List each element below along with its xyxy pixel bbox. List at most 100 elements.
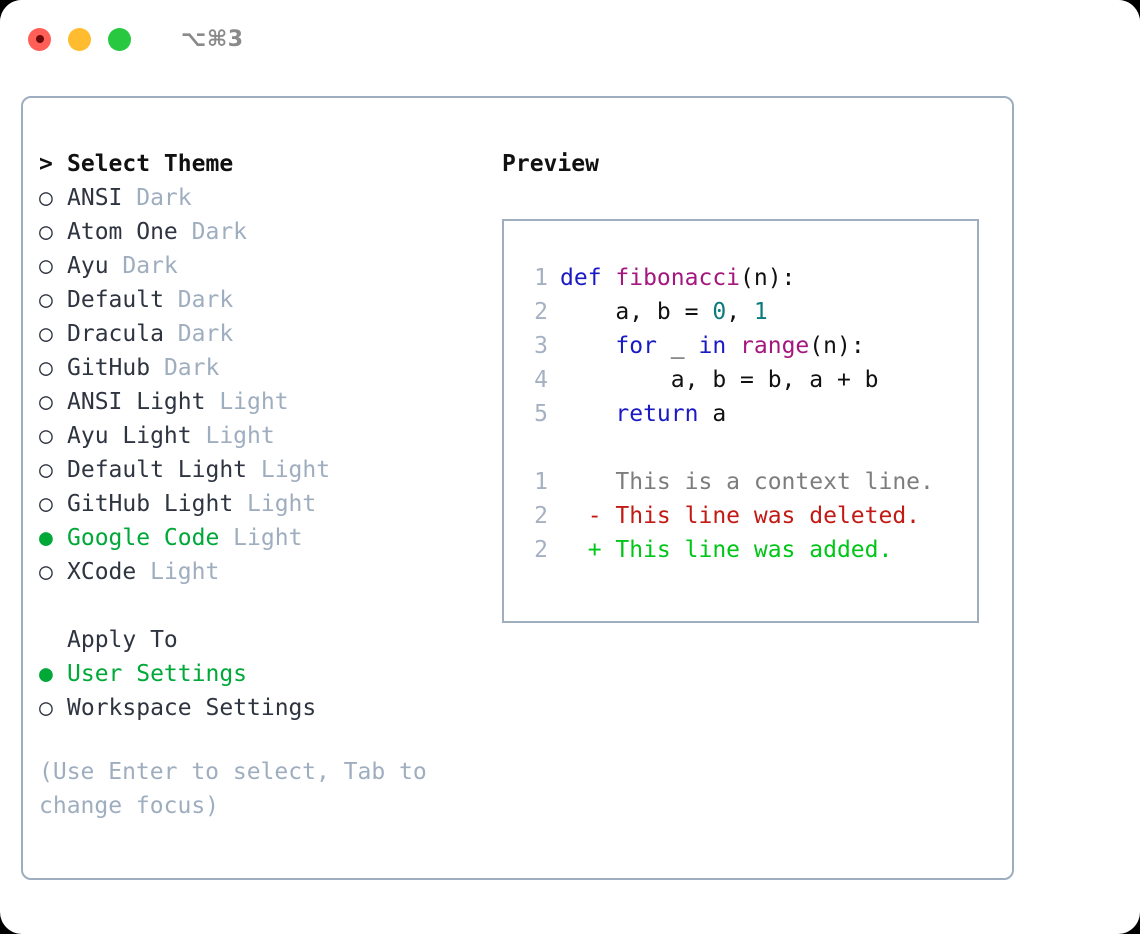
theme-option-variant-badge: Light (219, 525, 303, 551)
diff-line-del: 2 - This line was deleted. (514, 499, 977, 533)
theme-option-ayu[interactable]: ○ Ayu Dark (39, 249, 509, 283)
code-line-content: def fibonacci(n): (560, 261, 795, 295)
code-line: 1 def fibonacci(n): (514, 261, 977, 295)
theme-selector-panel: > Select Theme ○ ANSI Dark ○ Atom One Dark ○ A… (21, 96, 1014, 880)
code-diff-gap (514, 431, 977, 465)
code-token-num: 0 (712, 299, 727, 325)
code-token-plain: a, b = (560, 299, 713, 325)
theme-option-variant-badge: Light (136, 559, 220, 585)
apply-to-option-workspace-settings[interactable]: ○ Workspace Settings (39, 691, 509, 725)
theme-option-xcode[interactable]: ○ XCode Light (39, 555, 509, 589)
theme-option-variant-badge: Light (233, 491, 317, 517)
diff-sample: 1 This is a context line.2 - This line w… (514, 465, 977, 567)
apply-to-option-label: User Settings (67, 661, 248, 687)
code-token-kw: def (560, 265, 616, 291)
prompt-caret-icon: > (39, 151, 53, 177)
radio-unselected-icon[interactable]: ○ (39, 185, 53, 211)
apply-to-option-user-settings[interactable]: ● User Settings (39, 657, 509, 691)
code-line: 4 a, b = b, a + b (514, 363, 977, 397)
code-line-content: a, b = b, a + b (560, 363, 879, 397)
theme-option-atom-one[interactable]: ○ Atom One Dark (39, 215, 509, 249)
code-token-fn: fibonacci (615, 265, 741, 291)
diff-line-add: 2 + This line was added. (514, 533, 977, 567)
code-token-kw: in (698, 333, 727, 359)
code-token-plain: , (726, 299, 754, 325)
radio-unselected-icon[interactable]: ○ (39, 389, 53, 415)
theme-option-label: Ayu Light (67, 423, 192, 449)
code-token-plain (560, 401, 615, 427)
keyboard-hint-text: (Use Enter to select, Tab to change focu… (39, 759, 441, 819)
select-theme-heading-label: Select Theme (67, 151, 234, 177)
theme-option-variant-badge: Light (205, 389, 289, 415)
theme-option-label: ANSI (67, 185, 123, 211)
diff-line-ctx: 1 This is a context line. (514, 465, 977, 499)
code-line-content: a, b = 0, 1 (560, 295, 768, 329)
code-token-plain: _ (656, 333, 699, 359)
theme-option-github-light[interactable]: ○GitHub Light Light (39, 487, 509, 521)
code-line-number: 1 (534, 265, 548, 291)
list-spacer (39, 589, 509, 623)
apply-to-option-label: Workspace Settings (67, 695, 317, 721)
theme-option-label: XCode (67, 559, 137, 585)
theme-option-variant-badge: Light (191, 423, 275, 449)
theme-option-variant-badge: Dark (108, 253, 178, 279)
code-line-number: 2 (534, 299, 548, 325)
theme-option-variant-badge: Dark (163, 321, 234, 347)
apply-to-options-list[interactable]: ● User Settings ○ Workspace Settings (39, 657, 509, 725)
diff-line-number: 1 (534, 469, 548, 495)
theme-option-label: Atom One (67, 219, 178, 245)
code-token-plain: (n): (809, 333, 865, 359)
maximize-button-icon[interactable] (108, 27, 131, 51)
code-token-kw: for (615, 333, 657, 359)
theme-option-label: ANSI Light (67, 389, 206, 415)
radio-selected-icon[interactable]: ● (39, 661, 53, 687)
window-titlebar: ⌥⌘3 (0, 0, 1140, 78)
recording-indicator-icon (35, 35, 44, 43)
diff-line-number: 2 (534, 537, 548, 563)
apply-to-indent-spacer (39, 623, 67, 657)
theme-option-default[interactable]: ○Default Dark (39, 283, 509, 317)
radio-unselected-icon[interactable]: ○ (39, 253, 53, 279)
code-line: 3 for _ in range(n): (514, 329, 977, 363)
theme-option-google-code[interactable]: ● Google Code Light (39, 521, 509, 555)
radio-unselected-icon[interactable]: ○ (39, 321, 53, 347)
code-token-fn: range (740, 333, 810, 359)
theme-option-dracula[interactable]: ○Dracula Dark (39, 317, 509, 351)
code-token-plain: (n): (740, 265, 796, 291)
theme-list-column: > Select Theme ○ ANSI Dark ○ Atom One Dark ○ A… (39, 147, 509, 823)
diff-line-content: + This line was added. (560, 537, 893, 563)
radio-unselected-icon[interactable]: ○ (39, 219, 53, 245)
theme-option-ansi[interactable]: ○ ANSI Dark (39, 181, 509, 215)
theme-option-label: Default Light (67, 457, 248, 483)
theme-option-label: Google Code (67, 525, 220, 551)
theme-option-variant-badge: Dark (177, 219, 248, 245)
close-button-icon[interactable] (28, 27, 51, 51)
minimize-button-icon[interactable] (68, 27, 91, 51)
code-line: 2 a, b = 0, 1 (514, 295, 977, 329)
radio-unselected-icon[interactable]: ○ (39, 457, 53, 483)
theme-option-github[interactable]: ○ GitHub Dark (39, 351, 509, 385)
theme-option-variant-badge: Dark (150, 355, 220, 381)
code-token-num: 1 (753, 299, 768, 325)
radio-unselected-icon[interactable]: ○ (39, 287, 53, 313)
radio-unselected-icon[interactable]: ○ (39, 355, 53, 381)
radio-unselected-icon[interactable]: ○ (39, 423, 53, 449)
theme-option-variant-badge: Dark (122, 185, 192, 211)
radio-selected-icon[interactable]: ● (39, 525, 53, 551)
radio-unselected-icon[interactable]: ○ (39, 695, 53, 721)
theme-option-variant-badge: Dark (163, 287, 234, 313)
theme-option-default-light[interactable]: ○Default Light Light (39, 453, 509, 487)
radio-unselected-icon[interactable]: ○ (39, 559, 53, 585)
theme-option-label: Ayu (67, 253, 109, 279)
theme-option-ayu-light[interactable]: ○ Ayu Light Light (39, 419, 509, 453)
code-token-plain (560, 333, 615, 359)
code-line-number: 5 (534, 401, 548, 427)
theme-option-label: GitHub (67, 355, 151, 381)
theme-options-list[interactable]: ○ANSI Dark○Atom One Dark○Ayu Dark○Defaul… (39, 181, 509, 589)
radio-unselected-icon[interactable]: ○ (39, 491, 53, 517)
code-token-plain: a (698, 401, 727, 427)
theme-option-ansi-light[interactable]: ○ ANSI Light Light (39, 385, 509, 419)
